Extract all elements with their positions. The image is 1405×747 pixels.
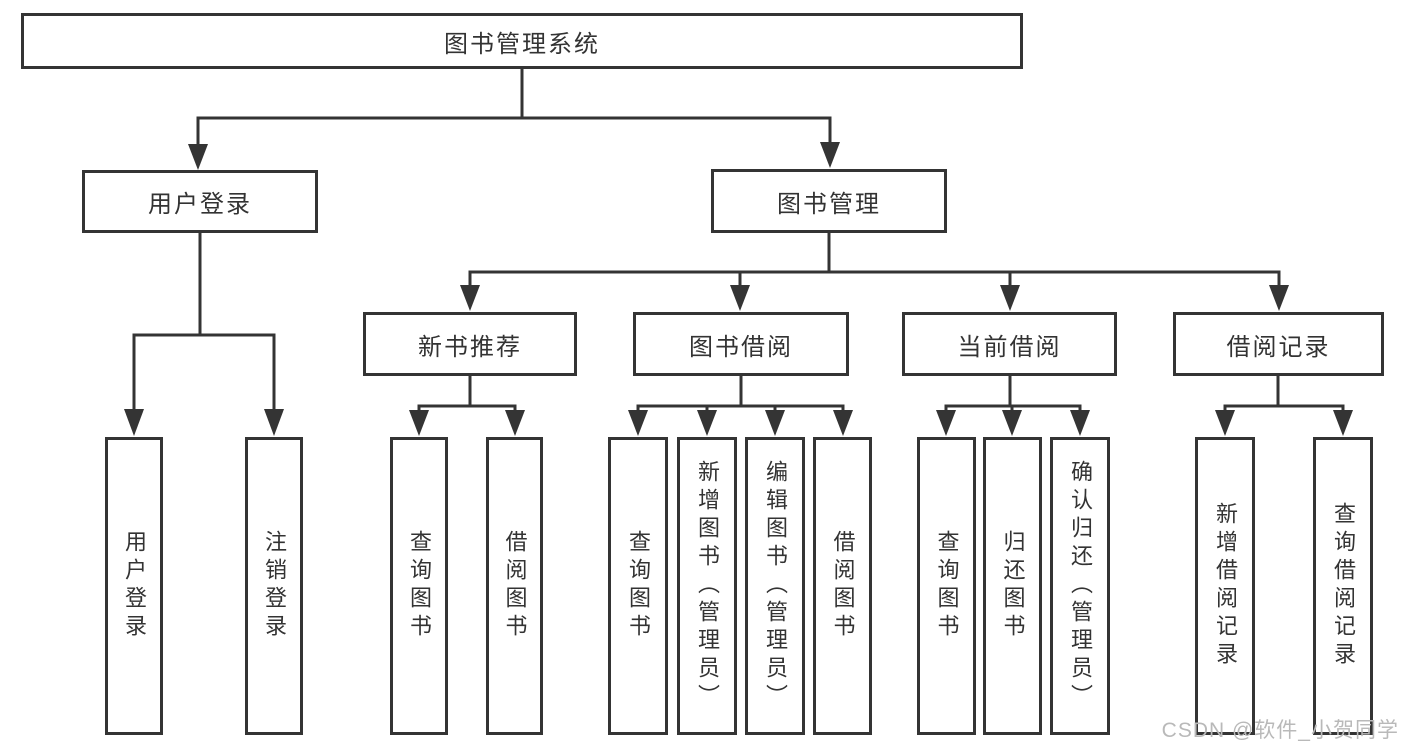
leaf-user-login: 用户登录: [105, 437, 163, 735]
node-new-book-rec-label: 新书推荐: [418, 333, 522, 361]
node-book-mgmt: 图书管理: [711, 169, 947, 233]
arrowhead-down: [936, 410, 956, 436]
leaf-logout-label: 注销登录: [262, 530, 287, 642]
node-root-label: 图书管理系统: [444, 30, 600, 58]
node-current-borrow: 当前借阅: [902, 312, 1117, 376]
leaf-cb-query-books-label: 查询图书: [934, 530, 960, 642]
arrowhead-down: [264, 409, 284, 436]
leaf-cb-query-books: 查询图书: [917, 437, 976, 735]
node-book-borrow-label: 图书借阅: [689, 333, 793, 361]
node-user-login: 用户登录: [82, 170, 318, 233]
arrowhead-down: [730, 285, 750, 311]
leaf-bb-query-books-label: 查询图书: [626, 530, 651, 642]
leaf-bb-edit-books: 编辑图书（管理员）: [745, 437, 805, 735]
arrowhead-down: [1000, 285, 1020, 311]
leaf-bb-borrow-books: 借阅图书: [813, 437, 872, 735]
node-user-login-label: 用户登录: [148, 191, 252, 218]
node-book-mgmt-label: 图书管理: [777, 190, 881, 218]
edge-current-borrow-children: [936, 374, 1090, 436]
edge-user-login-children: [124, 231, 284, 436]
leaf-logout: 注销登录: [245, 437, 303, 735]
leaf-nbr-borrow-books-label: 借阅图书: [502, 530, 528, 642]
leaf-cb-return-books-label: 归还图书: [1000, 530, 1026, 642]
arrowhead-down: [460, 285, 480, 311]
leaf-nbr-borrow-books: 借阅图书: [486, 437, 543, 735]
arrowhead-down: [1269, 285, 1289, 311]
arrowhead-down: [1002, 410, 1022, 436]
edge-root-to-level1: [188, 66, 840, 170]
leaf-nbr-query-books: 查询图书: [390, 437, 448, 735]
arrowhead-down: [188, 144, 208, 170]
arrowhead-down: [697, 410, 717, 436]
watermark: CSDN @软件_小贺同学: [1161, 719, 1399, 742]
leaf-cb-confirm-return: 确认归还（管理员）: [1050, 437, 1110, 735]
arrowhead-down: [1215, 410, 1235, 436]
node-root: 图书管理系统: [21, 13, 1023, 69]
arrowhead-down: [409, 410, 429, 436]
leaf-cb-return-books: 归还图书: [983, 437, 1042, 735]
leaf-bb-query-books: 查询图书: [608, 437, 668, 735]
arrowhead-down: [765, 410, 785, 436]
arrowhead-down: [820, 142, 840, 168]
node-book-borrow: 图书借阅: [633, 312, 849, 376]
arrowhead-down: [1070, 410, 1090, 436]
leaf-nbr-query-books-label: 查询图书: [407, 530, 432, 642]
leaf-cb-confirm-return-label: 确认归还（管理员）: [1068, 460, 1093, 712]
arrowhead-down: [124, 409, 144, 436]
leaf-br-add-record: 新增借阅记录: [1195, 437, 1255, 735]
node-new-book-rec: 新书推荐: [363, 312, 577, 376]
leaf-br-query-record: 查询借阅记录: [1313, 437, 1373, 735]
edge-book-borrow-children: [628, 374, 853, 436]
leaf-br-query-record-label: 查询借阅记录: [1331, 502, 1356, 670]
leaf-br-add-record-label: 新增借阅记录: [1213, 502, 1238, 670]
edge-borrow-record-children: [1215, 374, 1353, 436]
edge-new-book-rec-children: [409, 374, 525, 436]
node-borrow-record-label: 借阅记录: [1226, 333, 1331, 361]
node-borrow-record: 借阅记录: [1173, 312, 1384, 376]
arrowhead-down: [833, 410, 853, 436]
arrowhead-down: [628, 410, 648, 436]
arrowhead-down: [1333, 410, 1353, 436]
edge-book-mgmt-children: [460, 231, 1289, 311]
leaf-user-login-label: 用户登录: [122, 530, 147, 642]
arrowhead-down: [505, 410, 525, 436]
leaf-bb-edit-books-label: 编辑图书（管理员）: [763, 460, 788, 712]
leaf-bb-borrow-books-label: 借阅图书: [830, 530, 856, 642]
leaf-bb-add-books: 新增图书（管理员）: [677, 437, 737, 735]
node-current-borrow-label: 当前借阅: [957, 333, 1062, 361]
leaf-bb-add-books-label: 新增图书（管理员）: [695, 460, 720, 712]
